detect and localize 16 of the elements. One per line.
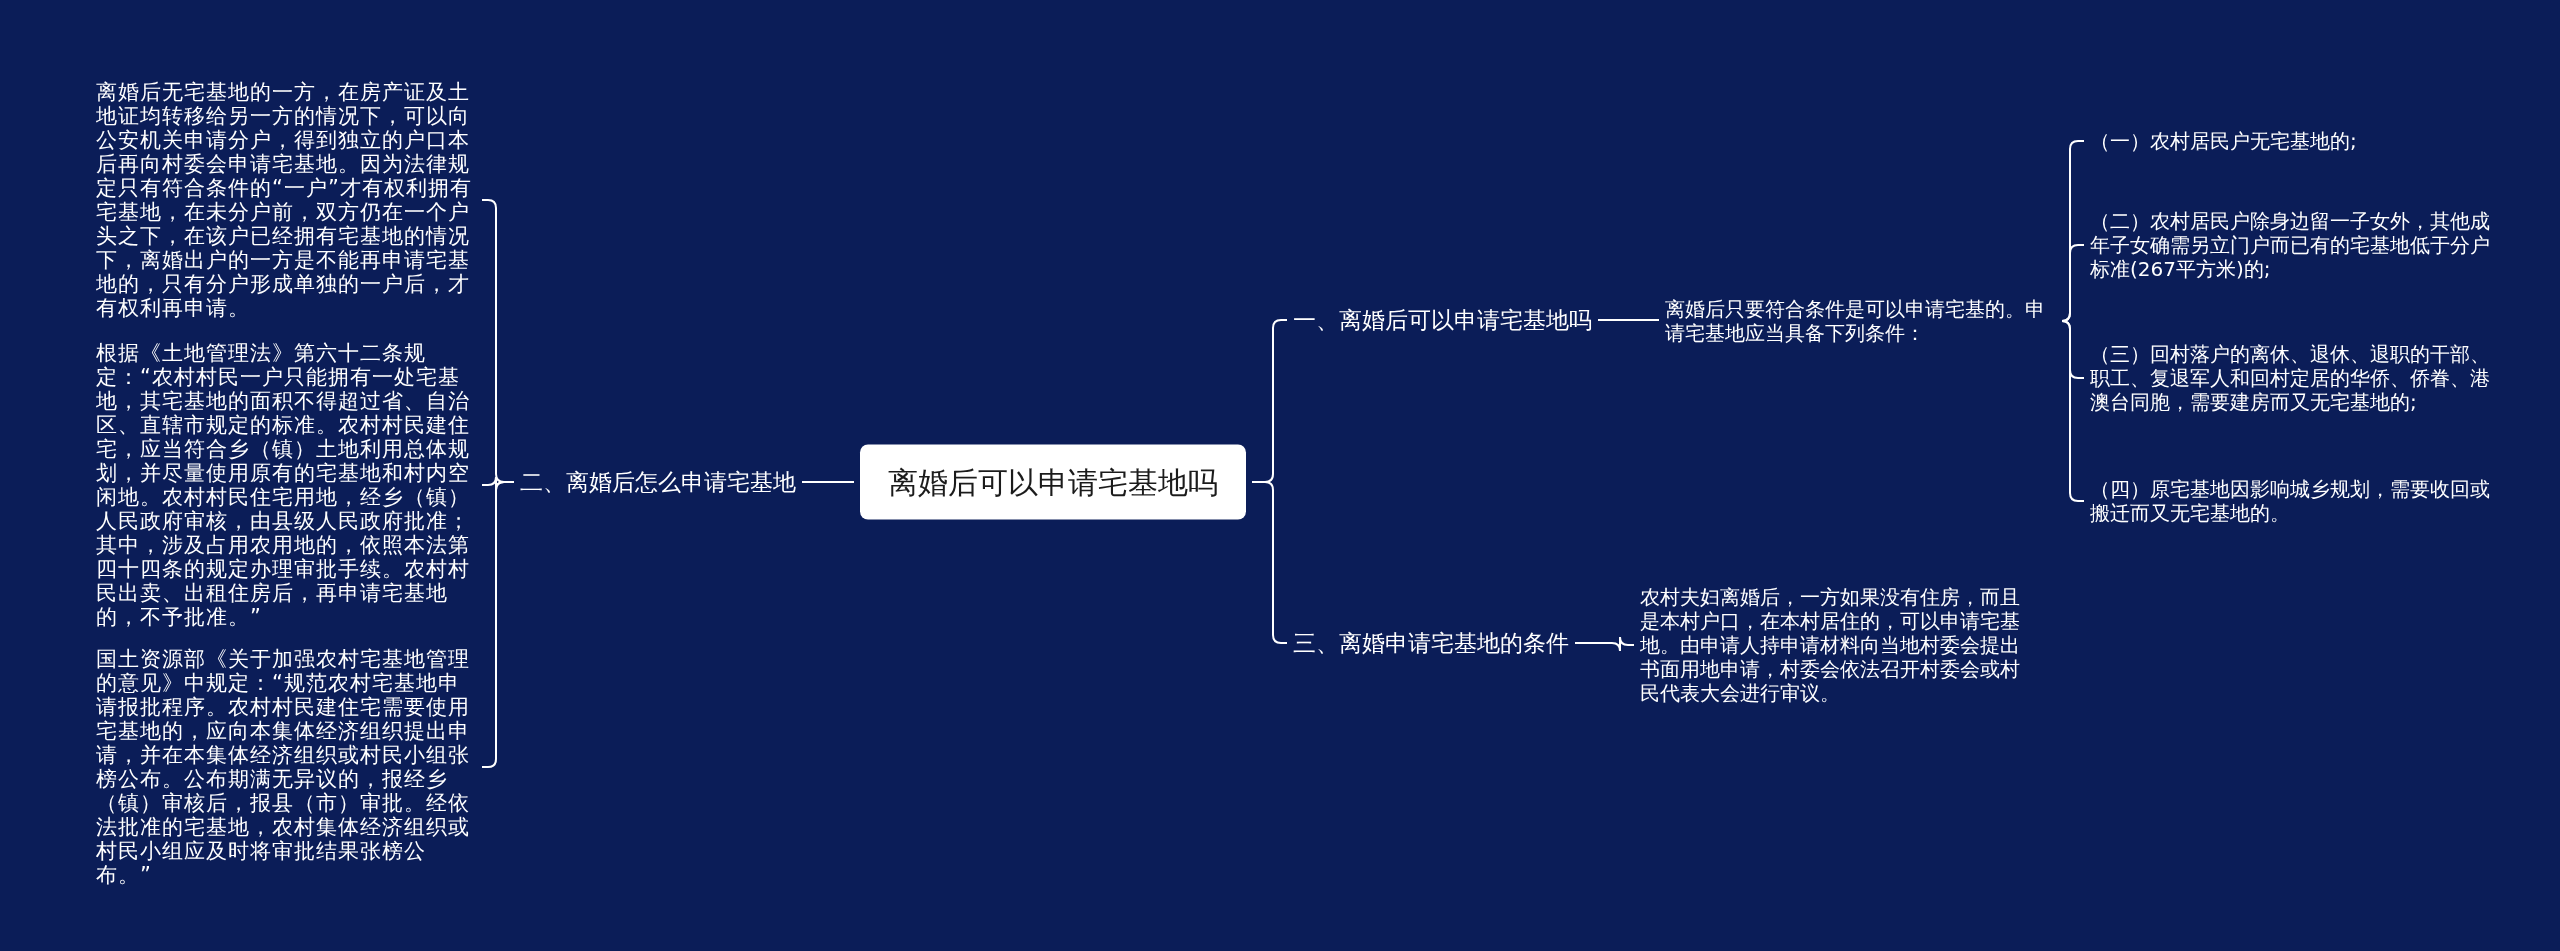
note-text: 根据《土地管理法》第六十二条规定：“农村村民一户只能拥有一处宅基地，其宅基地的面积不得超过省、自治区、直辖市规定的标准。农村村民建住宅，应当符合乡（镇）土地利用总体规划，并尽量使用原有的宅基地和村内空闲地。农村村民住宅用地，经乡（镇）人民政府审核，由县级人民政府批准；其中，涉及占用农用地的，依照本法第四十四条的规定办理审批手续。农村村民出卖、出租住房后，再申请宅基地的，不予批准。” [96,341,476,629]
note-text: （四）原宅基地因影响城乡规划，需要收回或搬迁而又无宅基地的。 [2090,477,2490,525]
branch-label: 一、离婚后可以申请宅基地吗 [1293,305,1592,335]
note-text: 农村夫妇离婚后，一方如果没有住房，而且是本村户口，在本村居住的，可以申请宅基地。由申请人持申请材料向当地村委会提出书面用地申请，村委会依法召开村委会或村民代表大会进行审议。 [1640,585,2035,705]
note-text: 国土资源部《关于加强农村宅基地管理的意见》中规定：“规范农村宅基地申请报批程序。农村村民建住宅需要使用宅基地的，应向本集体经济组织提出申请，并在本集体经济组织或村民小组张榜公布。公布期满无异议的，报经乡（镇）审核后，报县（市）审批。经依法批准的宅基地，农村集体经济组织或村民小组应及时将审批结果张榜公布。” [96,647,476,887]
branch-label: 二、离婚后怎么申请宅基地 [520,467,796,497]
connector-line [1597,319,1660,321]
connector-line [801,481,855,483]
connector-line [1574,636,1635,652]
note-text: （三）回村落户的离休、退休、退职的干部、职工、复退军人和回村定居的华侨、侨眷、港澳台同胞，需要建房而又无宅基地的; [2090,342,2490,414]
topic-box: 离婚后可以申请宅基地吗 [860,444,1246,520]
note-text: （二）农村居民户除身边留一子女外，其他成年子女确需另立门户而已有的宅基地低于分户标准(267平方米)的; [2090,209,2490,281]
note-text: （一）农村居民户无宅基地的; [2090,129,2490,153]
note-text: 离婚后无宅基地的一方，在房产证及土地证均转移给另一方的情况下，可以向公安机关申请分户，得到独立的户口本后再向村委会申请宅基地。因为法律规定只有符合条件的“一户”才有权利拥有宅基地，在未分户前，双方仍在一个户头之下，在该户已经拥有宅基地的情况下，离婚出户的一方是不能再申请宅基地的，只有分户形成单独的一户后，才有权利再申请。 [96,80,476,320]
branch-label: 三、离婚申请宅基地的条件 [1293,628,1569,658]
note-text: 离婚后只要符合条件是可以申请宅基的。申请宅基地应当具备下列条件： [1665,297,2060,345]
